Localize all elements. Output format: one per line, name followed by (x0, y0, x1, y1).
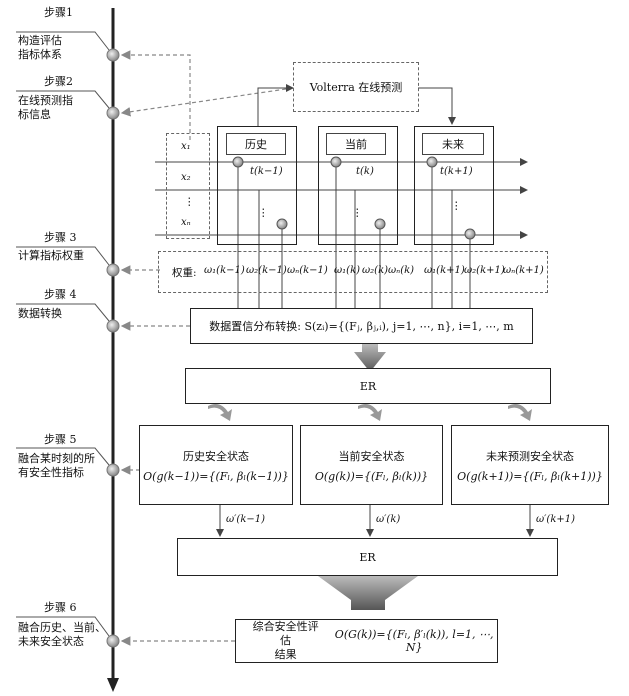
weight-6: ωₙ(k) (388, 265, 415, 276)
step-leaders (16, 31, 110, 637)
weight-7: ω₁(k+1) (424, 265, 465, 276)
state-current-formula: O(g(k))={(Fₗ, βₗ(k))} (314, 469, 429, 483)
current-window (318, 126, 398, 245)
history-title: 历史 (226, 133, 286, 155)
final-formula: O(G(k))={(Fₗ, β′ₗ(k)), l=1, ⋯, N} (334, 628, 494, 654)
future-time: t(k+1) (440, 166, 473, 177)
final-title-2: 结果 (274, 648, 297, 661)
state-history-formula: O(g(k−1))={(Fₗ, βₗ(k−1))} (143, 469, 289, 483)
state-weight-1: ω′(k−1) (226, 514, 266, 525)
weight-9: ωₙ(k+1) (503, 265, 544, 276)
future-title: 未来 (422, 133, 484, 155)
step-3-label: 步骤 3 (44, 231, 77, 244)
er-label-2: ER (359, 550, 376, 564)
state-history-title: 历史安全状态 (183, 449, 249, 463)
step-2-label: 步骤2 (44, 75, 73, 88)
step-1-label: 步骤1 (44, 6, 73, 19)
step-3-desc-1: 计算指标权重 (18, 249, 84, 262)
step-6-desc-2: 未来安全状态 (18, 635, 84, 648)
step-5-desc-2: 有安全性指标 (18, 466, 84, 479)
history-dots: ⋮ (258, 207, 269, 219)
history-time: t(k−1) (250, 166, 283, 177)
step-2-desc-2: 标信息 (18, 108, 51, 121)
step-5-desc-1: 融合某时刻的所 (18, 452, 95, 465)
er-label-1: ER (359, 379, 377, 393)
future-dots: ⋮ (451, 200, 462, 212)
future-window (414, 126, 494, 245)
step-2-desc-1: 在线预测指 (18, 94, 73, 107)
transform-box: 数据置信分布转换: S(zᵢ)={(Fⱼ, βⱼ,ᵢ), j=1, ⋯, n},… (190, 308, 533, 344)
state-weight-2: ω′(k) (376, 514, 401, 525)
volterra-box: Volterra 在线预测 (293, 62, 419, 112)
step-1-desc-1: 构造评估 (18, 34, 62, 47)
final-title-1: 综合安全性评估 (252, 620, 319, 647)
big-arrow-down (318, 576, 418, 610)
current-dots: ⋮ (352, 207, 363, 219)
step-1-desc-2: 指标体系 (18, 48, 62, 61)
final-box: 综合安全性评估 结果 O(G(k))={(Fₗ, β′ₗ(k)), l=1, ⋯… (235, 619, 498, 663)
indicator-xn: xₙ (181, 217, 191, 228)
step-6-desc-1: 融合历史、当前、 (18, 621, 106, 634)
step-6-label: 步骤 6 (44, 601, 77, 614)
step-4-desc-1: 数据转换 (18, 307, 62, 320)
current-time: t(k) (356, 166, 374, 177)
state-current-box: 当前安全状态 O(g(k))={(Fₗ, βₗ(k))} (300, 425, 443, 505)
weight-3: ωₙ(k−1) (287, 265, 328, 276)
weight-1: ω₁(k−1) (204, 265, 245, 276)
indicator-box (166, 133, 210, 239)
weights-box (158, 251, 548, 293)
state-weight-3: ω′(k+1) (536, 514, 576, 525)
sample-points (232, 156, 476, 240)
er-box-2: ER (177, 538, 558, 576)
state-future-title: 未来预测安全状态 (486, 449, 574, 463)
state-future-box: 未来预测安全状态 O(g(k+1))={(Fₗ, βₗ(k+1))} (451, 425, 609, 505)
weight-2: ω₂(k−1) (246, 265, 287, 276)
weight-8: ω₂(k+1) (464, 265, 505, 276)
step-5-label: 步骤 5 (44, 433, 77, 446)
er-box-1: ER (185, 368, 551, 404)
weight-5: ω₂(k) (362, 265, 389, 276)
state-current-title: 当前安全状态 (338, 449, 405, 463)
state-future-formula: O(g(k+1))={(Fₗ, βₗ(k+1))} (457, 469, 603, 483)
weights-label: 权重: (172, 267, 197, 279)
step-nodes (106, 48, 120, 648)
state-history-box: 历史安全状态 O(g(k−1))={(Fₗ, βₗ(k−1))} (139, 425, 293, 505)
indicator-x2: x₂ (181, 172, 191, 183)
step-4-label: 步骤 4 (44, 288, 77, 301)
history-window (217, 126, 297, 245)
transform-formula: 数据置信分布转换: S(zᵢ)={(Fⱼ, βⱼ,ᵢ), j=1, ⋯, n},… (209, 320, 514, 333)
volterra-label: Volterra 在线预测 (309, 81, 403, 94)
timeline-arrowhead (107, 678, 119, 692)
indicator-dots: ⋮ (184, 196, 195, 208)
indicator-x1: x₁ (181, 141, 191, 152)
current-title: 当前 (326, 133, 386, 155)
weight-4: ω₁(k) (334, 265, 361, 276)
